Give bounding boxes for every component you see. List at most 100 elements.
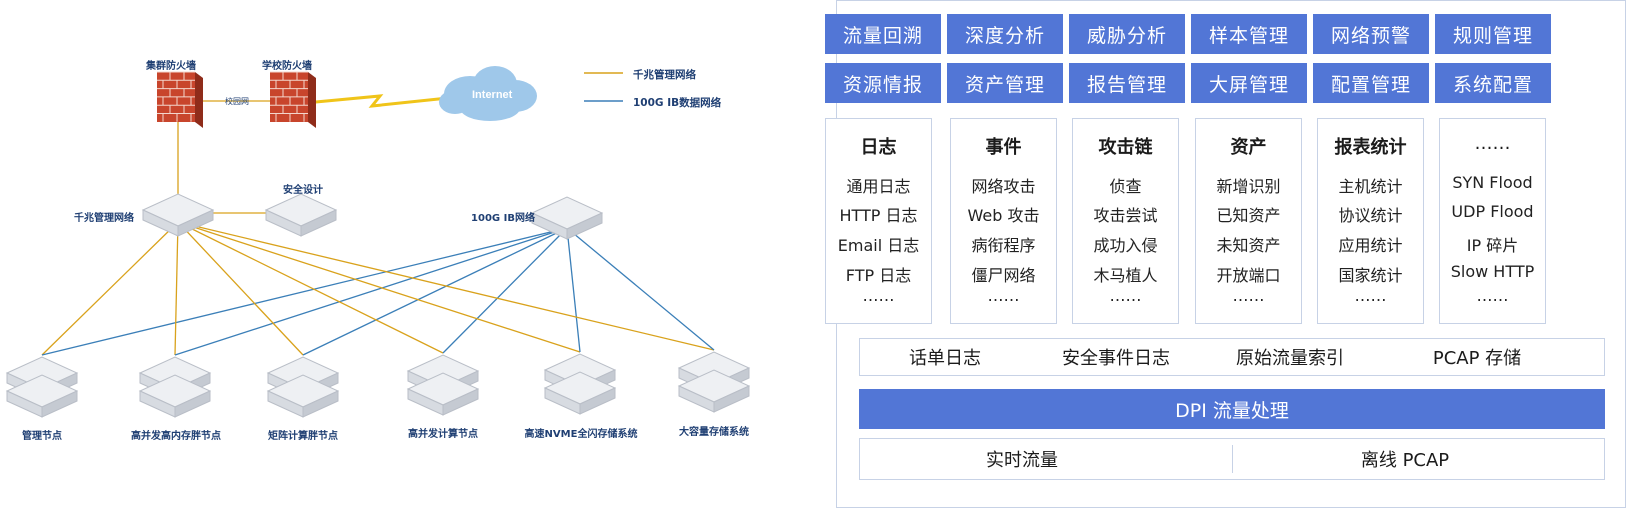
column-item: 木马植人 [1093,266,1158,285]
storage-pcap: PCAP 存储 [1432,348,1522,369]
menu-system-config[interactable]: 系统配置 [1435,63,1551,103]
column-item: 协议统计 [1338,206,1403,225]
column-item: Email 日志 [837,236,920,255]
node-label-nvme: 高速NVME全闪存储系统 [524,429,638,440]
menu-screen-management[interactable]: 大屏管理 [1191,63,1307,103]
gigabit-cable [177,221,304,356]
column-item: Slow HTTP [1450,262,1535,281]
input-offline-pcap: 离线 PCAP [1360,450,1450,471]
column-reports: 报表统计 主机统计 协议统计 应用统计 国家统计 …… [1317,118,1424,324]
column-item: UDP Flood [1451,202,1534,221]
firewall-label-cluster: 集群防火墙 [146,61,196,72]
server-matrix-lower-icon [266,374,340,418]
audit-label: 安全设计 [283,185,323,196]
server-bulk-storage-lower-icon [677,369,751,413]
column-item: FTP 日志 [845,266,912,285]
storage-raw-traffic-index: 原始流量索引 [1236,348,1344,369]
gigabit-switch-icon [141,193,215,237]
node-label-management: 管理节点 [22,431,62,442]
node-label-matrix: 矩阵计算胖节点 [268,431,338,442]
menu-network-alert[interactable]: 网络预警 [1313,14,1429,54]
column-item: IP 碎片 [1466,236,1519,255]
node-label-fat-memory: 高并发高内存胖节点 [131,431,221,442]
column-title: 日志 [860,137,897,158]
ib-cable [174,227,568,356]
legend-ib-label: 100G IB数据网络 [633,97,722,109]
column-item: 侦查 [1109,177,1142,196]
gigabit-switch-label: 千兆管理网络 [74,213,134,224]
storage-cdr-log: 话单日志 [909,348,981,369]
column-item: 未知资产 [1216,236,1281,255]
column-item: 病衔程序 [971,236,1036,255]
column-item: 开放端口 [1216,266,1281,285]
column-item: …… [862,286,895,305]
column-title: 资产 [1230,137,1267,158]
column-item: 成功入侵 [1093,236,1158,255]
column-item: 国家统计 [1338,266,1403,285]
column-item: SYN Flood [1452,173,1533,192]
column-item: 主机统计 [1338,177,1403,196]
audit-device-icon [264,193,338,237]
ib-switch-icon [530,196,604,240]
input-divider [1232,445,1233,473]
menu-traffic-backtrace[interactable]: 流量回溯 [825,14,941,54]
column-attack-chain: 攻击链 侦查 攻击尝试 成功入侵 木马植人 …… [1072,118,1179,324]
dpi-processing-layer: DPI 流量处理 [859,389,1605,429]
menu-threat-analysis[interactable]: 威胁分析 [1069,14,1185,54]
column-item: 新增识别 [1216,177,1281,196]
column-item: 通用日志 [846,177,911,196]
gigabit-cable [41,221,179,356]
column-item: …… [1109,286,1142,305]
menu-resource-intel[interactable]: 资源情报 [825,63,941,103]
legend-gigabit-label: 千兆管理网络 [633,69,696,81]
gigabit-cable [177,221,581,353]
column-attacks-more: …… SYN Flood UDP Flood IP 碎片 Slow HTTP …… [1439,118,1546,324]
column-item: …… [987,286,1020,305]
column-title: 报表统计 [1334,137,1407,158]
ib-switch-label: 100G IB网络 [471,213,535,224]
column-item: 网络攻击 [971,177,1036,196]
column-title: 攻击链 [1098,137,1153,158]
column-title: …… [1474,133,1511,154]
column-events: 事件 网络攻击 Web 攻击 病衔程序 僵尸网络 …… [950,118,1057,324]
input-layer: 实时流量 离线 PCAP [859,438,1605,480]
menu-deep-analysis[interactable]: 深度分析 [947,14,1063,54]
column-logs: 日志 通用日志 HTTP 日志 Email 日志 FTP 日志 …… [825,118,932,324]
ib-cable [302,227,568,356]
network-topology-diagram: 集群防火墙 学校防火墙 校园网 Internet 千兆管理网络 100G IB数… [5,61,751,442]
menu-asset-management[interactable]: 资产管理 [947,63,1063,103]
column-item: 应用统计 [1338,236,1403,255]
column-item: …… [1354,286,1387,305]
architecture-panel: 流量回溯 深度分析 威胁分析 样本管理 网络预警 规则管理 资源情报 资产管理 … [825,0,1626,508]
internet-cloud [439,66,537,121]
storage-security-event-log: 安全事件日志 [1062,348,1170,369]
menu-rule-management[interactable]: 规则管理 [1435,14,1551,54]
internet-link-bolt [304,94,449,108]
firewall-label-school: 学校防火墙 [262,61,312,72]
column-item: HTTP 日志 [839,206,918,225]
ib-cable [41,227,568,356]
firewall-school-icon [270,71,316,128]
server-nvme-lower-icon [543,371,617,415]
node-label-bulk-storage: 大容量存储系统 [679,427,749,438]
firewall-cluster-icon [157,71,203,128]
menu-sample-management[interactable]: 样本管理 [1191,14,1307,54]
server-fat-memory-lower-icon [138,374,212,418]
column-item: …… [1232,286,1265,305]
storage-layer: 话单日志 安全事件日志 原始流量索引 PCAP 存储 [859,338,1605,376]
column-item: 已知资产 [1216,206,1281,225]
campus-link-label: 校园网 [225,97,249,106]
column-assets: 资产 新增识别 已知资产 未知资产 开放端口 …… [1195,118,1302,324]
menu-config-management[interactable]: 配置管理 [1313,63,1429,103]
gigabit-cable [177,221,444,354]
internet-label: Internet [472,89,513,101]
column-item: Web 攻击 [967,206,1040,225]
topology-canvas [5,66,751,418]
ib-cable [442,227,568,354]
input-realtime-traffic: 实时流量 [986,450,1058,471]
column-item: …… [1476,286,1509,305]
column-item: 攻击尝试 [1093,206,1158,225]
server-management-lower-icon [5,374,79,418]
menu-report-management[interactable]: 报告管理 [1069,63,1185,103]
